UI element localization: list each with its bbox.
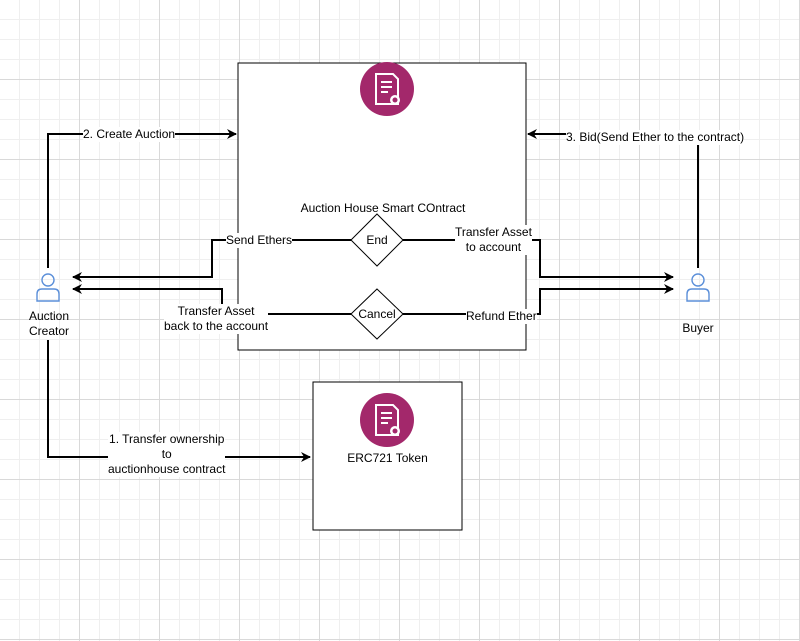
edge-transfer-asset-back[interactable] [72, 284, 351, 315]
edge-label-transfer-ownership: 1. Transfer ownership to auctionhouse co… [108, 432, 226, 477]
edge-label-create-auction: 2. Create Auction [83, 127, 176, 142]
edge-label-send-ethers: Send Ethers [226, 233, 293, 248]
certificate-icon [360, 393, 414, 447]
cancel-label: Cancel [358, 307, 396, 321]
edge-label-transfer-asset-account: Transfer Asset to account [455, 225, 532, 255]
cancel-decision[interactable] [350, 288, 404, 340]
creator-label: Auction Creator [28, 309, 70, 338]
end-label: End [366, 233, 388, 247]
edge-label-bid: 3. Bid(Send Ether to the contract) [566, 130, 745, 145]
edge-bid[interactable] [527, 129, 699, 268]
edge-label-transfer-asset-back: Transfer Asset back to the account [164, 304, 269, 334]
edge-create-auction[interactable] [47, 129, 237, 268]
edge-label-refund-ether: Refund Ether [466, 309, 537, 324]
token-title: ERC721 Token [347, 451, 428, 465]
buyer-label: Buyer [682, 321, 714, 335]
user-icon [36, 273, 60, 302]
certificate-icon [360, 62, 414, 116]
contract-title: Auction House Smart COntract [300, 201, 466, 215]
end-decision[interactable] [350, 213, 404, 267]
user-icon [686, 273, 710, 302]
